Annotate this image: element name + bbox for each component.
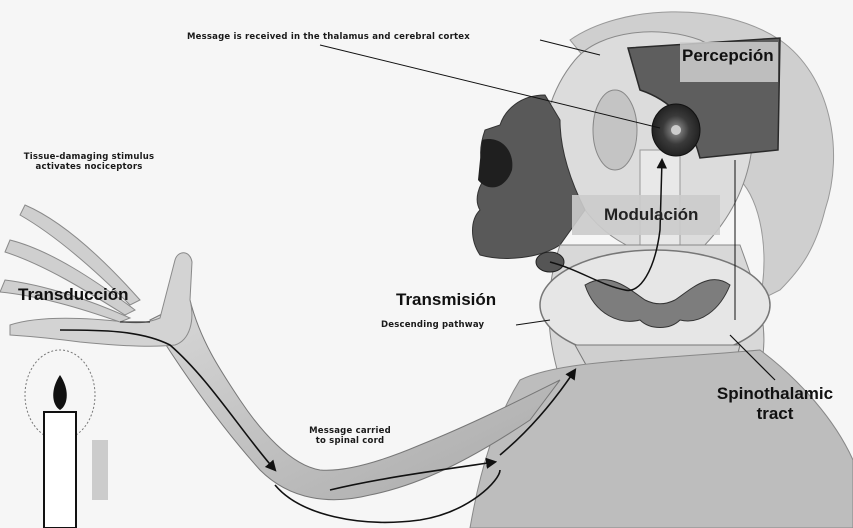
torso-shape [470,350,853,528]
spinothalamic-line1: Spinothalamic [700,384,850,404]
percepcion-label: Percepción [682,46,774,66]
spinothalamic-line2: tract [700,404,850,424]
message-carried-line1: Message carried [290,426,410,436]
tissue-stimulus-line1: Tissue-damaging stimulus [14,152,164,162]
tissue-stimulus-label: Tissue-damaging stimulus activates nocic… [14,152,164,172]
descending-pathway-label: Descending pathway [381,320,484,330]
message-received-label: Message is received in the thalamus and … [187,32,470,42]
transduccion-label: Transducción [18,285,129,305]
leader-descending [516,320,550,325]
ear-shape [593,90,637,170]
message-carried-label: Message carried to spinal cord [290,426,410,446]
tissue-stimulus-line2: activates nociceptors [14,162,164,172]
spinothalamic-label: Spinothalamic tract [700,384,850,424]
message-carried-line2: to spinal cord [290,436,410,446]
candle [25,350,108,528]
modulacion-label: Modulación [604,205,698,225]
transmision-label: Transmisión [396,290,496,310]
